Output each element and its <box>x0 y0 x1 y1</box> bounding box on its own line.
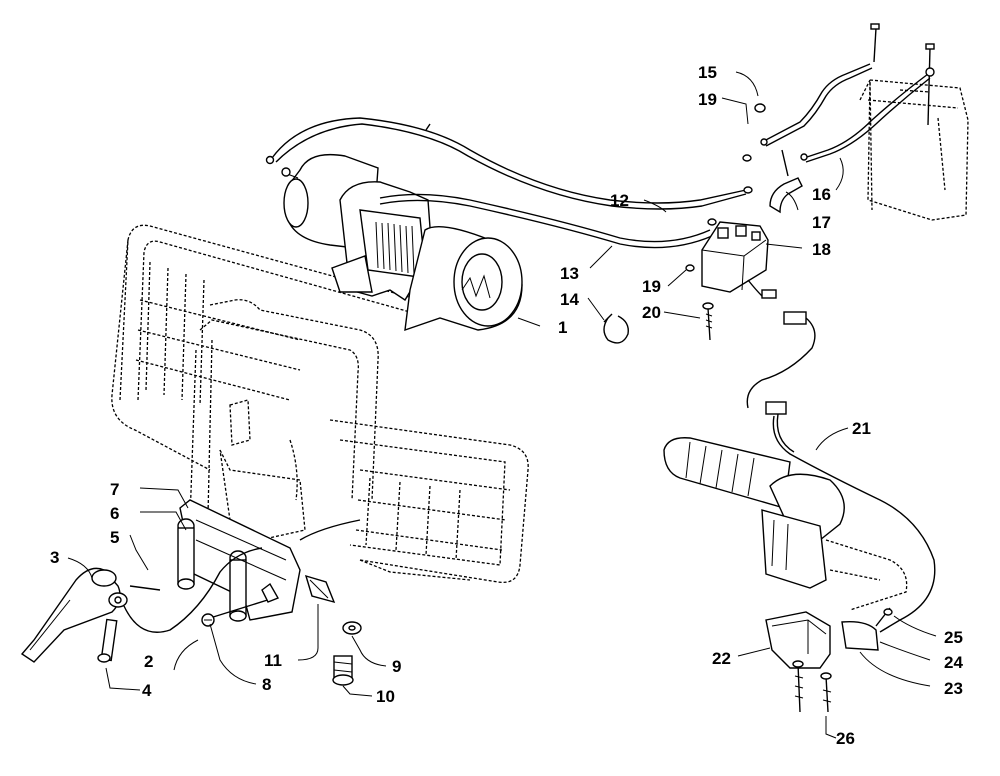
label-part-8: 8 <box>262 675 271 694</box>
label-part-26: 26 <box>836 729 855 748</box>
label-part-9: 9 <box>392 657 401 676</box>
switch-screws <box>792 660 832 713</box>
label-part-24: 24 <box>944 653 963 672</box>
label-part-20: 20 <box>642 303 661 322</box>
label-part-1: 1 <box>558 318 567 337</box>
label-part-25: 25 <box>944 628 963 647</box>
label-part-18: 18 <box>812 240 831 259</box>
label-part-3: 3 <box>50 548 59 567</box>
leader-lines <box>67 71 937 739</box>
label-part-14: 14 <box>560 290 579 309</box>
label-part-4: 4 <box>142 681 152 700</box>
battery-cables <box>760 63 931 163</box>
label-part-10: 10 <box>376 687 395 706</box>
label-part-23: 23 <box>944 679 963 698</box>
front-rack <box>111 224 529 584</box>
label-part-6: 6 <box>110 504 119 523</box>
hose-clamp <box>603 313 629 344</box>
label-part-21: 21 <box>852 419 871 438</box>
label-part-16: 16 <box>812 185 831 204</box>
label-part-17: 17 <box>812 213 831 232</box>
battery <box>859 23 969 221</box>
solenoid <box>701 221 777 299</box>
terminal-boot <box>769 149 803 214</box>
switch-harness <box>746 311 936 633</box>
label-part-2: 2 <box>144 652 153 671</box>
switch-clamp <box>765 607 893 669</box>
label-part-11: 11 <box>264 651 282 670</box>
nuts-and-bolt <box>685 264 714 341</box>
roller-fairlead <box>177 499 361 627</box>
label-part-15: 15 <box>698 63 717 82</box>
washer-and-bolt <box>332 621 362 686</box>
winch-drum-cable <box>375 221 415 275</box>
label-part-19-lower: 19 <box>642 277 661 296</box>
winch-assembly <box>281 153 523 332</box>
winch-power-cables <box>265 103 766 249</box>
label-part-22: 22 <box>712 649 731 668</box>
winch-remote-lever <box>20 547 263 663</box>
part-labels: 1 2 3 4 5 6 7 8 9 10 11 12 13 14 15 16 1… <box>50 63 963 748</box>
handlebar-grip <box>663 437 908 611</box>
label-part-13: 13 <box>560 264 579 283</box>
label-part-5: 5 <box>110 528 119 547</box>
label-part-12: 12 <box>610 191 629 210</box>
label-part-7: 7 <box>110 480 119 499</box>
label-part-19-upper: 19 <box>698 90 717 109</box>
